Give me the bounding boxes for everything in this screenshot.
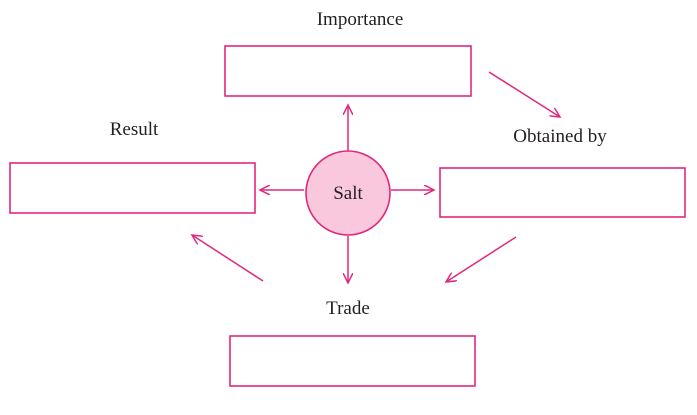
hub-label: Salt	[333, 183, 363, 204]
result-answer-box[interactable]	[9, 162, 256, 214]
salt-hub: Salt	[305, 150, 391, 236]
trade-label: Trade	[326, 298, 370, 319]
importance-label: Importance	[317, 9, 404, 30]
arrow-trade-to-result	[192, 235, 264, 282]
obtained-by-answer-box[interactable]	[439, 167, 686, 218]
result-label: Result	[110, 119, 159, 140]
hub-circle	[305, 150, 391, 236]
trade-answer-box[interactable]	[229, 335, 476, 387]
arrow-obtained-by-to-trade	[446, 236, 517, 282]
obtained-by-label: Obtained by	[513, 126, 607, 147]
arrow-importance-to-obtained-by	[488, 71, 560, 117]
importance-answer-box[interactable]	[224, 45, 472, 97]
